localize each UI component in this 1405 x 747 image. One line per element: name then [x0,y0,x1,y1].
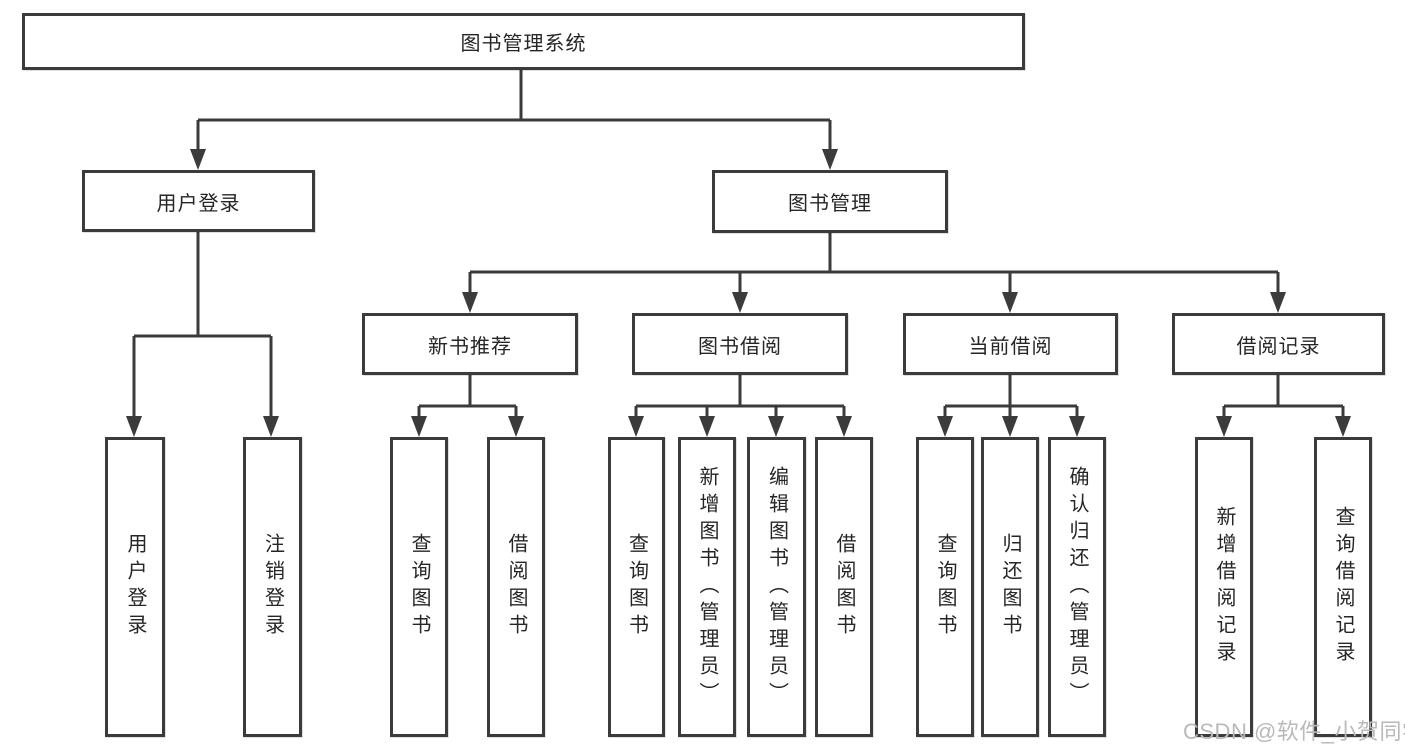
node-book-management: 图书管理 [712,170,948,233]
leaf-borrow-books: 借阅图书 [815,437,873,737]
leaf-confirm-return-admin: 确认归还（管理员） [1048,437,1106,737]
node-system-root: 图书管理系统 [22,13,1025,70]
node-new-book-recommend: 新书推荐 [362,313,578,375]
leaf-query-books-recommend: 查询图书 [390,437,448,737]
leaf-label: 用户登录 [124,533,146,641]
leaf-label: 确认归还（管理员） [1066,465,1088,709]
node-book-borrow: 图书借阅 [632,313,848,375]
leaf-label: 新增图书（管理员） [696,465,718,709]
leaf-add-books-admin: 新增图书（管理员） [678,437,736,737]
node-borrow-records: 借阅记录 [1172,313,1385,375]
leaf-label: 注销登录 [261,533,284,641]
leaf-label: 借阅图书 [505,533,527,641]
leaf-label: 查询图书 [934,533,956,641]
leaf-borrow-books-recommend: 借阅图书 [487,437,545,737]
leaf-edit-books-admin: 编辑图书（管理员） [747,437,806,737]
leaf-query-borrow-record: 查询借阅记录 [1314,437,1372,737]
leaf-query-books-current: 查询图书 [916,437,974,737]
node-current-borrow: 当前借阅 [903,313,1118,375]
leaf-label: 查询图书 [625,533,648,641]
leaf-query-books-borrow: 查询图书 [608,437,665,737]
leaf-label: 查询图书 [408,533,430,641]
leaf-label: 借阅图书 [833,533,855,641]
leaf-label: 新增借阅记录 [1213,506,1235,668]
leaf-label: 归还图书 [999,533,1021,641]
leaf-add-borrow-record: 新增借阅记录 [1195,437,1253,737]
leaf-logout: 注销登录 [243,437,302,737]
leaf-user-login: 用户登录 [105,437,165,737]
csdn-watermark: CSDN @软件_小贺同学 [1183,719,1405,744]
leaf-return-books: 归还图书 [981,437,1039,737]
leaf-label: 查询借阅记录 [1332,506,1354,668]
leaf-label: 编辑图书（管理员） [765,465,788,709]
node-user-login: 用户登录 [82,170,315,232]
